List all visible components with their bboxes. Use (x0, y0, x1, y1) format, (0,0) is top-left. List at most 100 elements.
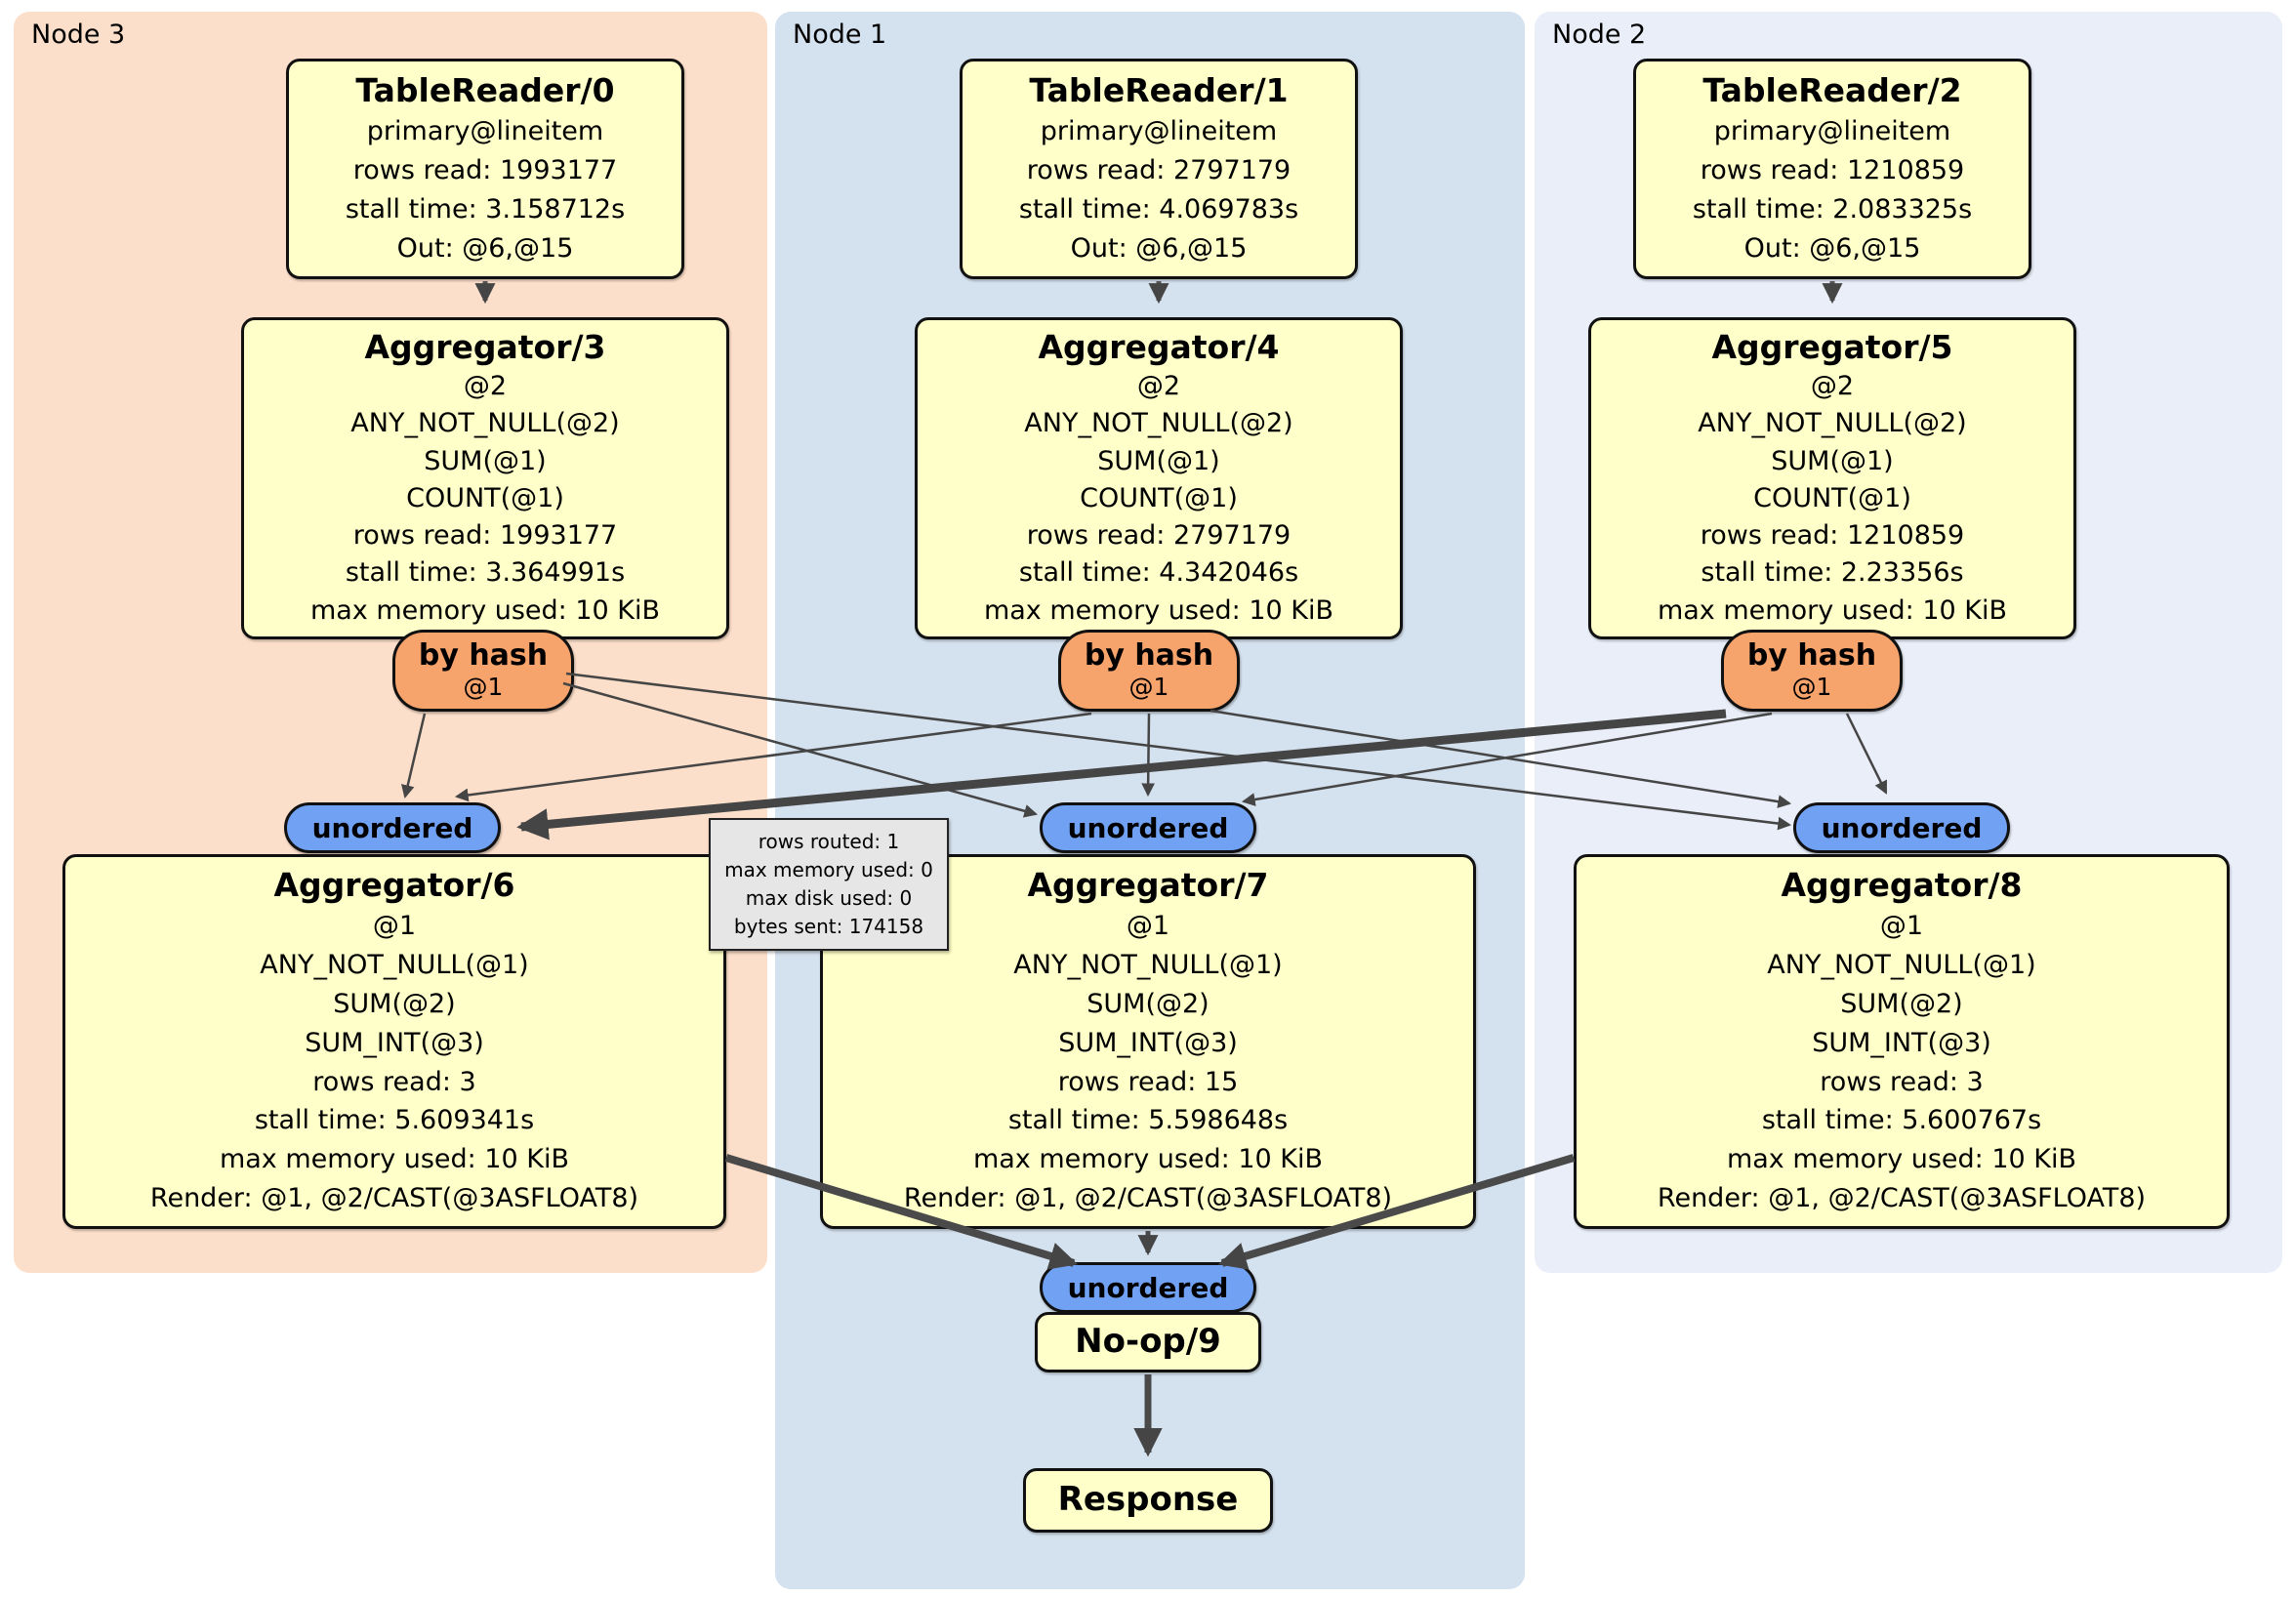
edge-hash2-sync1[interactable] (1241, 712, 1773, 806)
stat-line: SUM(@1) (1771, 445, 1894, 476)
stat-line: SUM_INT(@3) (305, 1027, 484, 1058)
stat-line: primary@lineitem (366, 115, 604, 146)
stat-line: ANY_NOT_NULL(@1) (1013, 950, 1283, 981)
box-title: No-op/9 (1075, 1322, 1221, 1362)
router-label: by hash (418, 638, 549, 674)
stat-line: COUNT(@1) (406, 482, 564, 513)
hash-router-node3[interactable]: by hash @1 (392, 630, 574, 712)
unordered-sync-node2[interactable]: unordered (1793, 802, 2010, 853)
edge-agg6-finalsync[interactable] (724, 1154, 1079, 1270)
sync-label: unordered (311, 811, 473, 844)
stat-line: ANY_NOT_NULL(@1) (260, 950, 529, 981)
stat-line: Render: @1, @2/CAST(@3ASFLOAT8) (149, 1183, 639, 1214)
unordered-sync-node3[interactable]: unordered (284, 802, 501, 853)
stat-line: SUM(@2) (333, 988, 456, 1019)
stat-line: stall time: 3.158712s (345, 193, 626, 225)
stat-line: SUM(@1) (424, 445, 547, 476)
edge-hash2-sync3-thick[interactable] (516, 709, 1727, 840)
box-title: Aggregator/6 (273, 866, 515, 905)
stat-line: ANY_NOT_NULL(@2) (1698, 408, 1967, 439)
unordered-sync-node1[interactable]: unordered (1040, 802, 1256, 853)
box-title: Response (1057, 1480, 1239, 1520)
stat-line: SUM(@2) (1840, 988, 1963, 1019)
stat-line: max memory used: 0 (724, 858, 933, 881)
stat-line: bytes sent: 174158 (733, 915, 924, 938)
noop-9[interactable]: No-op/9 (1035, 1312, 1261, 1372)
edge-hash3-sync3[interactable] (400, 713, 427, 799)
edge-hash1-sync2[interactable] (1210, 709, 1792, 808)
stat-line: Render: @1, @2/CAST(@3ASFLOAT8) (1657, 1183, 2147, 1214)
stat-line: stall time: 3.364991s (345, 557, 626, 589)
hash-router-node1[interactable]: by hash @1 (1058, 630, 1240, 712)
stat-line: rows read: 1210859 (1700, 154, 1965, 185)
stat-line: max memory used: 10 KiB (1726, 1144, 2077, 1175)
stat-line: max memory used: 10 KiB (309, 594, 661, 626)
stat-line: @2 (1136, 371, 1181, 402)
stat-line: stall time: 4.069783s (1018, 193, 1299, 225)
hash-router-node2[interactable]: by hash @1 (1721, 630, 1903, 712)
stat-line: Out: @6,@15 (396, 232, 574, 264)
stat-line: stall time: 5.598648s (1007, 1105, 1289, 1136)
stat-line: COUNT(@1) (1080, 482, 1238, 513)
edge-hash3-sync1[interactable] (562, 681, 1038, 818)
stat-line: max disk used: 0 (745, 886, 913, 910)
stat-line: stall time: 2.23356s (1701, 557, 1964, 589)
stat-line: max memory used: 10 KiB (983, 594, 1334, 626)
stat-line: SUM_INT(@3) (1812, 1027, 1991, 1058)
stat-line: ANY_NOT_NULL(@2) (350, 408, 620, 439)
box-title: Aggregator/7 (1027, 866, 1269, 905)
box-title: TableReader/0 (355, 70, 615, 109)
sync-label: unordered (1067, 811, 1229, 844)
edge-hash3-sync2[interactable] (565, 672, 1792, 831)
box-title: Aggregator/5 (1711, 327, 1953, 366)
stat-line: stall time: 5.609341s (254, 1105, 535, 1136)
router-label: by hash (1746, 638, 1877, 674)
response[interactable]: Response (1023, 1468, 1273, 1533)
table-reader-0[interactable]: TableReader/0 primary@lineitem rows read:… (286, 59, 684, 279)
stat-line: rows read: 1993177 (352, 154, 618, 185)
stat-line: ANY_NOT_NULL(@1) (1767, 950, 2036, 981)
router-label: by hash (1084, 638, 1214, 674)
stat-line: rows read: 3 (312, 1066, 476, 1097)
edge-hash1-sync1[interactable] (1141, 713, 1156, 798)
stat-line: Render: @1, @2/CAST(@3ASFLOAT8) (903, 1183, 1393, 1214)
box-title: TableReader/1 (1029, 70, 1289, 109)
stat-line: @2 (463, 371, 508, 402)
edge-hash2-sync2[interactable] (1845, 713, 1888, 795)
stat-line: rows read: 15 (1057, 1066, 1239, 1097)
box-title: Aggregator/4 (1038, 327, 1280, 366)
stat-line: max memory used: 10 KiB (972, 1144, 1324, 1175)
edge-agg8-finalsync[interactable] (1217, 1154, 1576, 1270)
node-1-label: Node 1 (793, 20, 887, 50)
stat-line: primary@lineitem (1040, 115, 1278, 146)
node-3-label: Node 3 (31, 20, 126, 50)
stat-line: @1 (1126, 911, 1170, 942)
stat-line: SUM_INT(@3) (1058, 1027, 1238, 1058)
stat-line: COUNT(@1) (1753, 482, 1911, 513)
stat-line: rows read: 1993177 (352, 520, 618, 552)
stat-line: max memory used: 10 KiB (219, 1144, 570, 1175)
router-detail: @1 (463, 672, 504, 701)
stat-line: stall time: 5.600767s (1761, 1105, 2042, 1136)
unordered-sync-final[interactable]: unordered (1040, 1262, 1256, 1313)
stat-line: rows read: 1210859 (1700, 520, 1965, 552)
edge-hash1-sync3[interactable] (454, 712, 1092, 802)
box-title: TableReader/2 (1702, 70, 1962, 109)
router-detail: @1 (1791, 672, 1832, 701)
stat-line: SUM(@1) (1097, 445, 1220, 476)
stat-line: rows read: 3 (1820, 1066, 1984, 1097)
box-title: Aggregator/8 (1781, 866, 2023, 905)
stat-line: @2 (1810, 371, 1855, 402)
stat-line: rows read: 2797179 (1026, 520, 1292, 552)
router-detail: @1 (1128, 672, 1169, 701)
